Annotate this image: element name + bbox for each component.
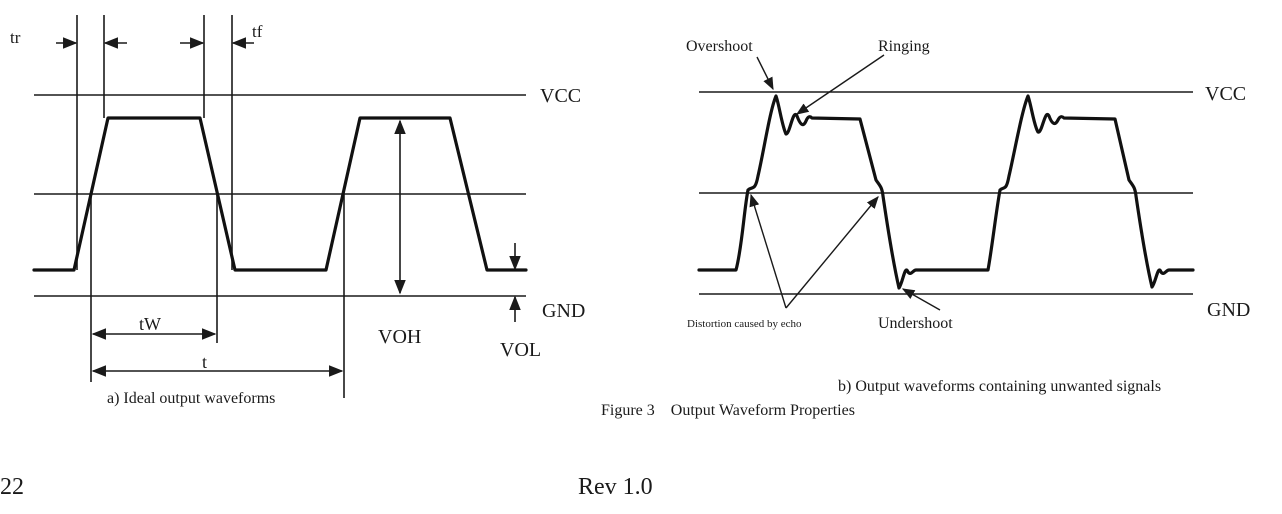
revision-label: Rev 1.0 [578,474,653,500]
echo-pointer-1 [749,193,787,309]
ringing-label: Ringing [878,38,930,55]
panel-a-ideal-waveforms: tr tf VCC GND tW t VOH VOL a) Ideal outp… [10,15,585,407]
vcc-label-a: VCC [540,85,581,107]
page-number: 22 [0,474,24,500]
gnd-label-b: GND [1207,299,1250,321]
vcc-label-b: VCC [1205,83,1246,105]
distorted-waveform [697,94,1195,290]
tr-label: tr [10,28,21,47]
voh-label: VOH [378,326,421,348]
tf-label: tf [252,22,263,41]
undershoot-label: Undershoot [878,315,953,332]
figure-caption: Figure 3 Output Waveform Properties [601,402,855,419]
panel-b-unwanted-signals: Overshoot Ringing VCC GND Distortion cau… [686,38,1250,395]
ringing-pointer [795,54,885,115]
ideal-waveform [32,116,528,272]
overshoot-pointer [756,56,774,91]
echo-pointer-2 [785,196,879,309]
panel-b-caption: b) Output waveforms containing unwanted … [838,378,1161,395]
distortion-label: Distortion caused by echo [687,318,802,330]
panel-a-caption: a) Ideal output waveforms [107,390,275,407]
gnd-label-a: GND [542,300,585,322]
tw-label: tW [139,314,161,334]
t-label: t [202,352,207,372]
vol-label: VOL [500,339,541,361]
undershoot-pointer [901,288,941,311]
overshoot-label: Overshoot [686,38,753,55]
